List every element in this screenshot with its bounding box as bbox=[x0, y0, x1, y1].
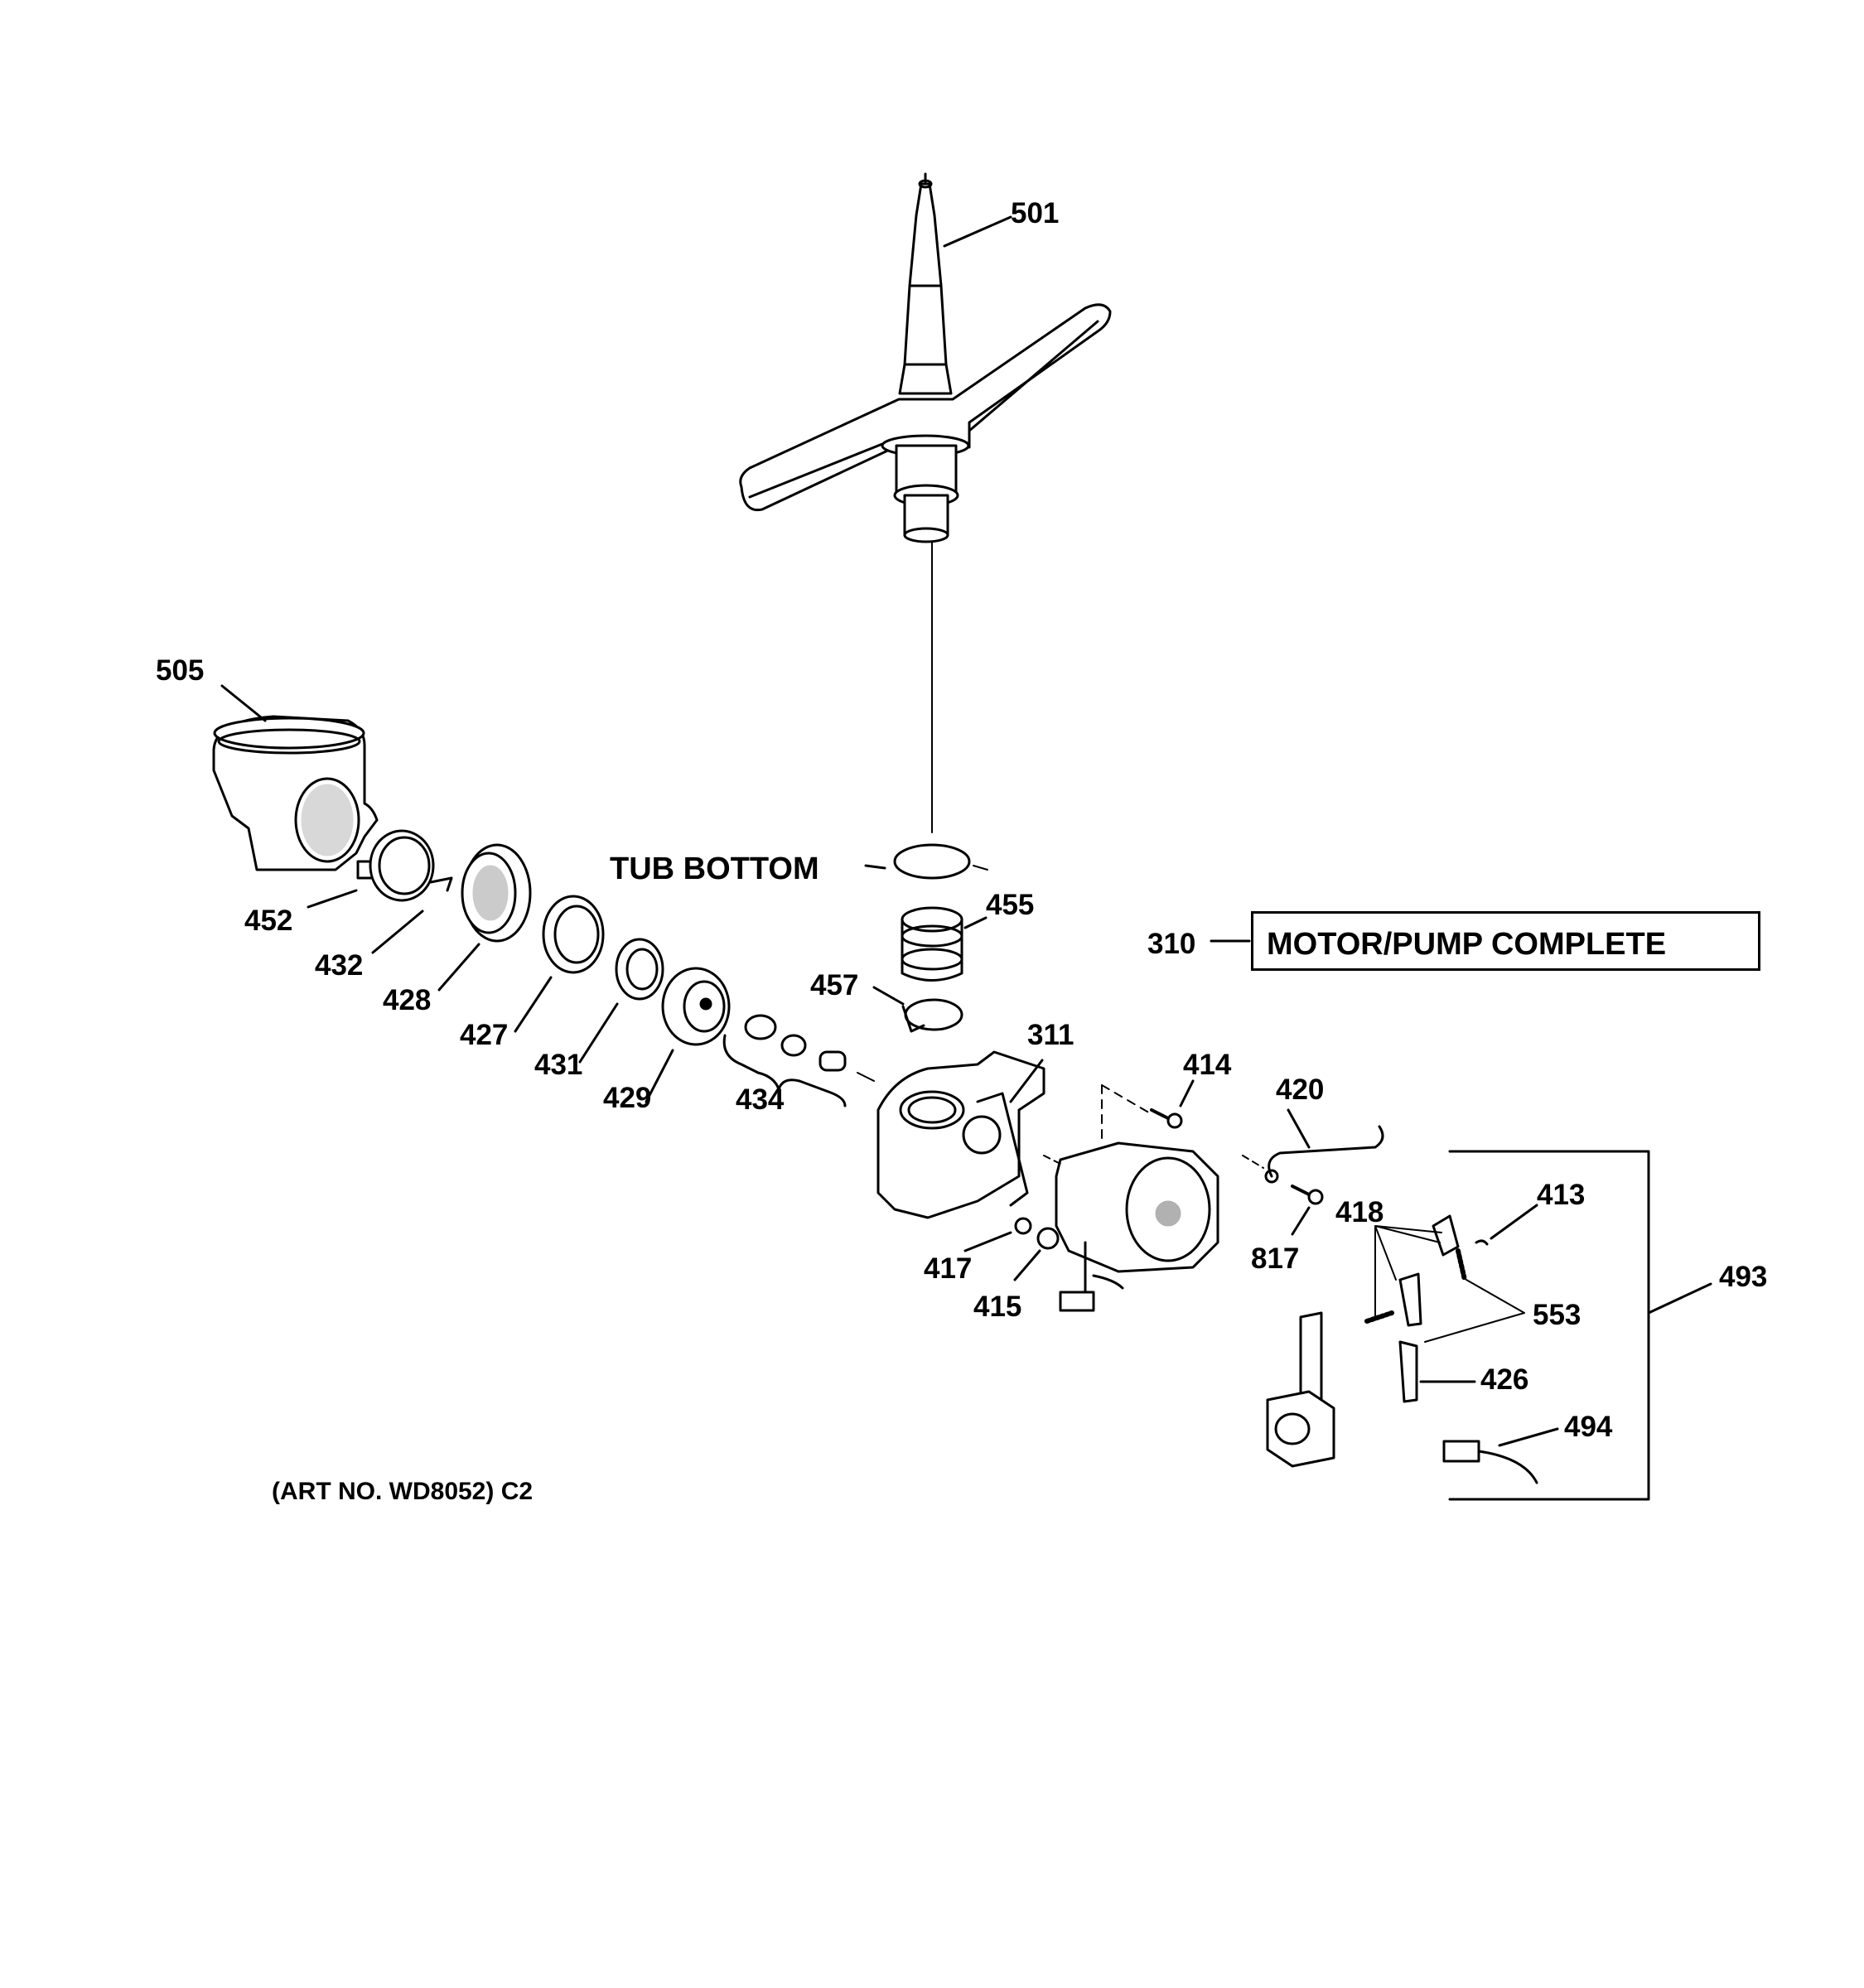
leader-553 bbox=[1424, 1279, 1525, 1343]
leader-501 bbox=[943, 215, 1012, 248]
leader-431 bbox=[578, 1002, 619, 1064]
lever-assembly-418 bbox=[1398, 1214, 1460, 1327]
part-label-494: 494 bbox=[1564, 1411, 1613, 1443]
part-label-553: 553 bbox=[1533, 1299, 1582, 1331]
seal-parts-434 bbox=[722, 1014, 875, 1107]
impeller-429 bbox=[661, 967, 731, 1046]
part-label-418: 418 bbox=[1335, 1196, 1384, 1228]
screw-817 bbox=[1291, 1185, 1324, 1205]
solenoid-bracket bbox=[1266, 1311, 1335, 1468]
leader-493 bbox=[1647, 1282, 1712, 1315]
part-label-432: 432 bbox=[315, 949, 364, 982]
part-431 bbox=[615, 938, 664, 1001]
part-label-310: 310 bbox=[1147, 928, 1196, 960]
part-label-414: 414 bbox=[1183, 1049, 1232, 1081]
leader-494 bbox=[1498, 1427, 1559, 1447]
part-label-493: 493 bbox=[1719, 1261, 1768, 1293]
part-label-505: 505 bbox=[156, 654, 205, 687]
part-label-501: 501 bbox=[1011, 197, 1060, 229]
part-label-413: 413 bbox=[1537, 1179, 1586, 1211]
pump-housing-311 bbox=[876, 1050, 1045, 1219]
part-label-455: 455 bbox=[986, 889, 1035, 921]
sump-505 bbox=[212, 715, 379, 871]
part-label-415: 415 bbox=[973, 1291, 1022, 1323]
leader-428 bbox=[437, 943, 480, 992]
tub-bottom-label: TUB BOTTOM bbox=[610, 852, 819, 886]
rod-420 bbox=[1264, 1125, 1384, 1184]
leader-417 bbox=[963, 1231, 1012, 1252]
leader-817 bbox=[1291, 1206, 1311, 1236]
ring-432 bbox=[369, 829, 453, 902]
leader-432 bbox=[371, 910, 424, 954]
spray-arm-501 bbox=[739, 172, 1112, 833]
leader-505 bbox=[220, 684, 267, 722]
leader-457 bbox=[872, 986, 905, 1006]
leader-415 bbox=[1013, 1249, 1041, 1281]
part-label-420: 420 bbox=[1276, 1074, 1325, 1106]
screw-414 bbox=[1150, 1108, 1183, 1129]
part-427 bbox=[542, 895, 605, 974]
clip-413 bbox=[1475, 1239, 1489, 1246]
connector-494 bbox=[1442, 1440, 1538, 1484]
leader-311 bbox=[1009, 1059, 1044, 1103]
part-label-457: 457 bbox=[810, 969, 859, 1001]
part-label-434: 434 bbox=[736, 1083, 785, 1116]
part-label-311: 311 bbox=[1027, 1019, 1074, 1051]
filter-428 bbox=[461, 843, 532, 943]
leader-420 bbox=[1287, 1108, 1311, 1149]
tub-bottom-ring bbox=[864, 843, 988, 880]
leader-427 bbox=[514, 976, 553, 1033]
washer-417 bbox=[1014, 1217, 1032, 1235]
leader-429 bbox=[645, 1049, 674, 1103]
rod-dash bbox=[1242, 1155, 1264, 1169]
part-label-817: 817 bbox=[1251, 1242, 1300, 1275]
group-bracket-493 bbox=[1448, 1150, 1650, 1501]
nut-415 bbox=[1036, 1227, 1060, 1250]
part-label-417: 417 bbox=[924, 1252, 973, 1285]
part-label-427: 427 bbox=[460, 1019, 509, 1051]
coupling-455 bbox=[901, 906, 963, 982]
part-label-429: 429 bbox=[603, 1082, 652, 1114]
part-label-426: 426 bbox=[1480, 1363, 1529, 1396]
leader-455 bbox=[963, 916, 988, 929]
part-label-452: 452 bbox=[244, 905, 293, 937]
leader-452 bbox=[307, 889, 358, 909]
motor-shaft-line bbox=[1043, 1155, 1061, 1165]
part-426 bbox=[1398, 1340, 1418, 1403]
leader-414 bbox=[1179, 1079, 1195, 1107]
part-label-428: 428 bbox=[383, 984, 432, 1016]
motor-pump-complete-box: MOTOR/PUMP COMPLETE bbox=[1251, 911, 1760, 971]
leader-413 bbox=[1490, 1204, 1538, 1240]
spring-553 bbox=[1364, 1248, 1467, 1324]
art-number: (ART NO. WD8052) C2 bbox=[272, 1478, 534, 1505]
motor-pump-complete-label: MOTOR/PUMP COMPLETE bbox=[1267, 927, 1667, 962]
motor-310 bbox=[1055, 1141, 1219, 1312]
part-label-431: 431 bbox=[534, 1049, 583, 1081]
leader-418 bbox=[1374, 1225, 1442, 1318]
motor-axis-line-2 bbox=[1101, 1084, 1152, 1115]
clamp-457 bbox=[901, 998, 963, 1033]
